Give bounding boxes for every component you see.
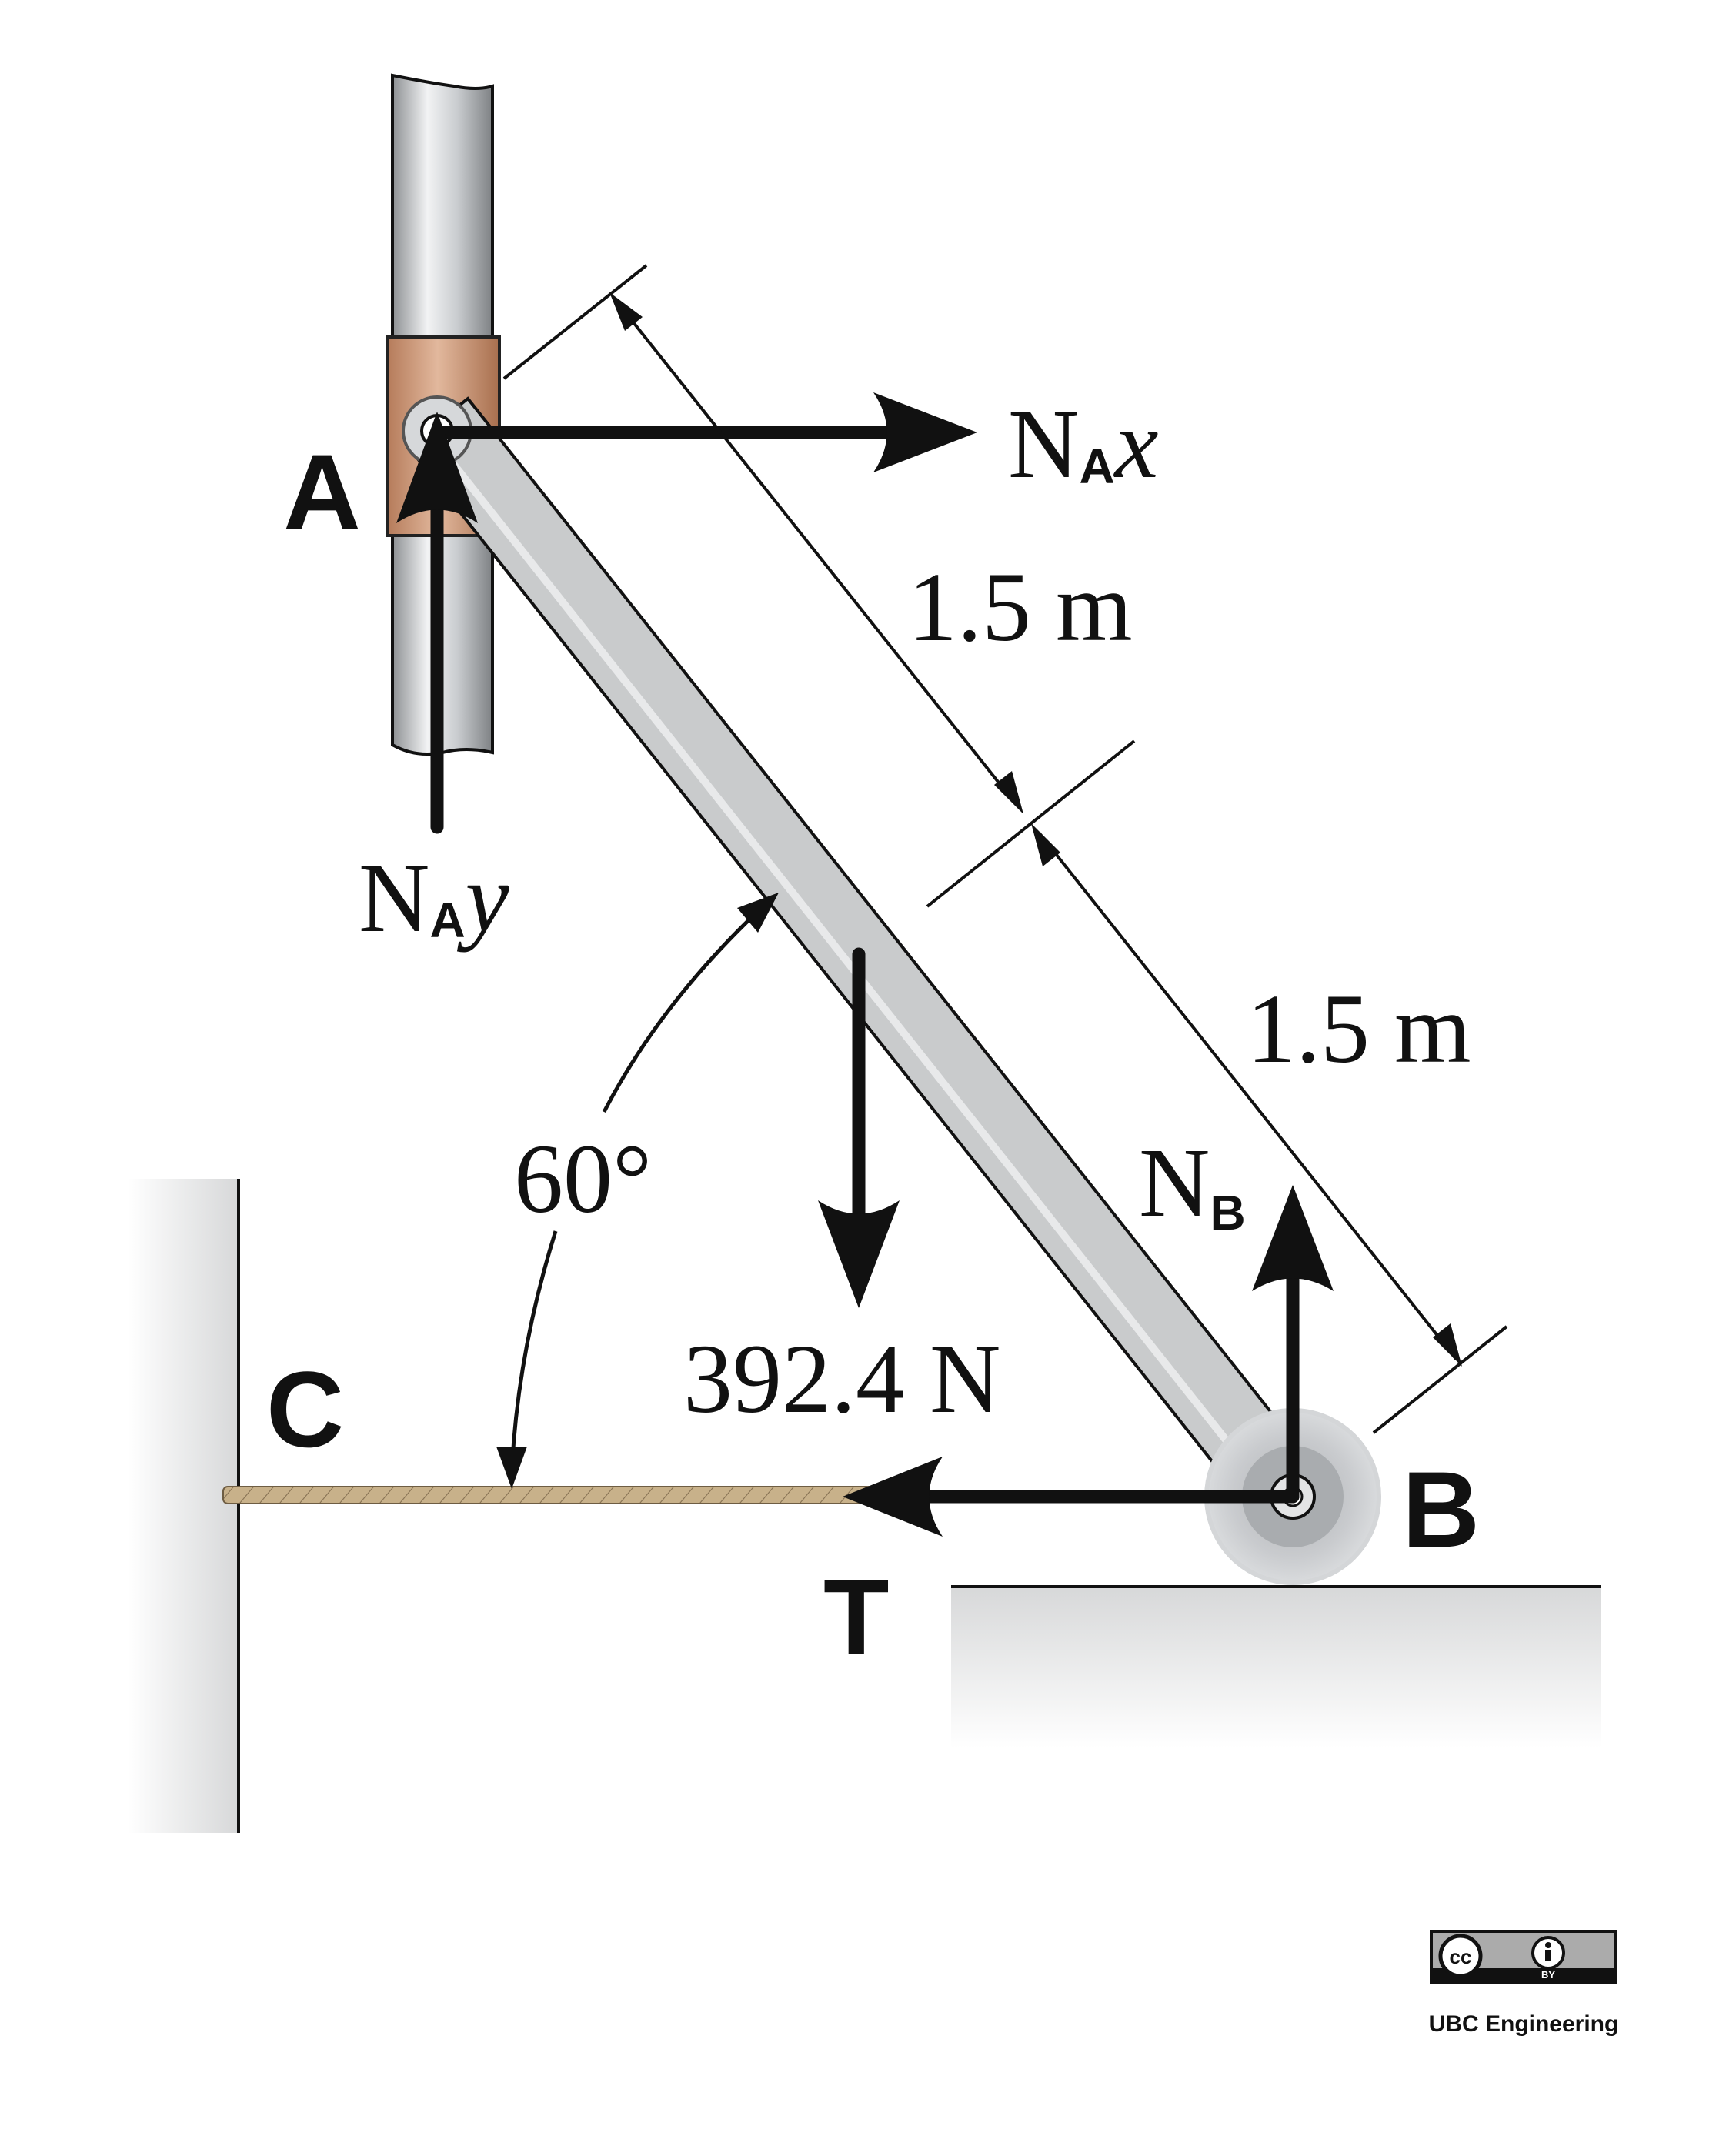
label-point-b: B	[1402, 1449, 1480, 1570]
label-point-c: C	[266, 1349, 344, 1470]
angle-arc	[496, 893, 779, 1489]
force-arrow-nax	[432, 392, 977, 472]
license-by: BY	[1541, 1969, 1555, 1981]
license-badge: cc BY UBC Engineering	[1429, 1930, 1619, 2037]
force-arrow-tension	[843, 1457, 1300, 1537]
dimension-arrowheads	[609, 292, 1462, 1367]
label-weight: 392.4 N	[683, 1324, 1000, 1433]
label-dimension-upper: 1.5 m	[908, 552, 1133, 662]
cc-icon-text: cc	[1450, 1945, 1472, 1968]
label-nax: NAx	[1008, 389, 1158, 499]
force-arrow-nay	[396, 412, 478, 834]
cc-icon	[1438, 1934, 1483, 1978]
label-nb: NB	[1139, 1128, 1246, 1240]
floor	[951, 1585, 1601, 1748]
license-credit: UBC Engineering	[1429, 2011, 1619, 2037]
force-arrow-weight	[818, 947, 900, 1308]
label-dimension-lower: 1.5 m	[1247, 974, 1471, 1083]
label-angle: 60°	[514, 1124, 652, 1233]
wall	[128, 1179, 240, 1833]
dimension-lines	[502, 264, 1508, 1434]
label-nay: NAy	[359, 843, 509, 953]
force-arrow-nb	[1252, 1185, 1334, 1504]
label-point-a: A	[283, 432, 361, 552]
rope	[222, 1486, 886, 1504]
label-tension: T	[823, 1557, 890, 1677]
